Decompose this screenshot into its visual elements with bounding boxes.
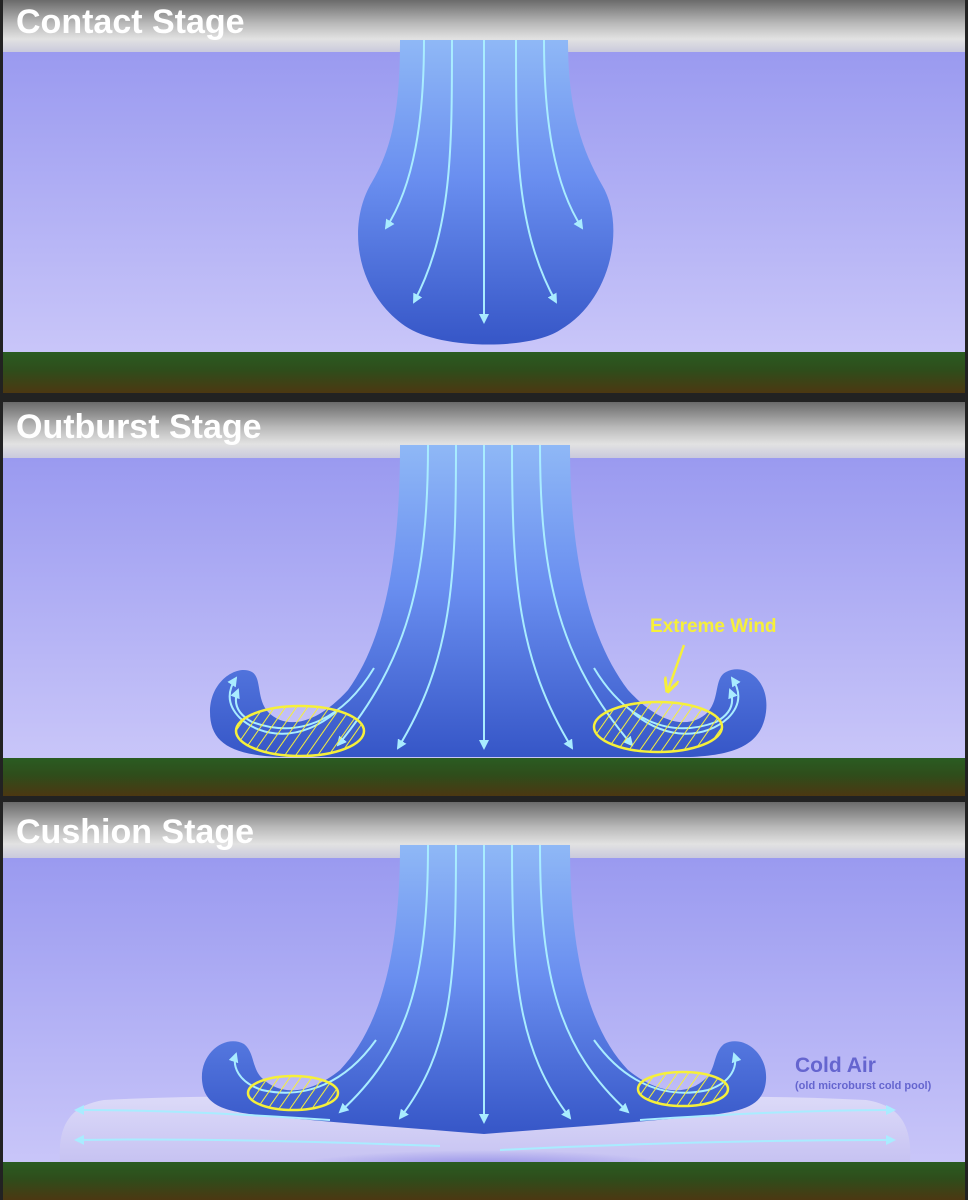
- flow-arrow: [396, 444, 457, 750]
- downdraft: [358, 40, 614, 345]
- flow-arrow: [413, 39, 453, 304]
- flow-arrow: [543, 39, 584, 230]
- flow-arrow: [398, 844, 457, 1120]
- flow-arrow: [515, 39, 557, 304]
- airflow-arrows: [74, 844, 896, 1151]
- stage-title: Contact Stage: [16, 3, 245, 41]
- cold-air-note: (old microburst cold pool): [795, 1080, 932, 1092]
- flow-arrow: [74, 1134, 441, 1147]
- flow-arrow: [539, 844, 630, 1114]
- extreme-wind-label: Extreme Wind: [650, 616, 777, 637]
- stage-title: Cushion Stage: [16, 813, 254, 851]
- ground: [3, 758, 965, 796]
- flow-arrow: [511, 844, 572, 1120]
- flow-arrow: [384, 39, 425, 230]
- flow-arrow: [74, 1105, 331, 1121]
- extreme-wind-pointer: [668, 644, 686, 690]
- flow-arrow: [511, 444, 574, 750]
- downdraft: [210, 445, 767, 757]
- panel-contact-stage: Contact Stage: [0, 0, 968, 396]
- flow-arrow: [499, 1135, 896, 1151]
- flow-arrow: [639, 1105, 896, 1121]
- flow-arrow: [338, 844, 429, 1114]
- airflow-arrows: [384, 39, 584, 324]
- panel-outburst-stage: Outburst Stage Extreme Wind: [0, 396, 968, 798]
- cold-air-core: [244, 1128, 724, 1172]
- extreme-wind-zone-right: [636, 1070, 730, 1108]
- extreme-wind-zone-left: [234, 704, 366, 758]
- cold-air-label: Cold Air: [795, 1054, 876, 1077]
- panel-cushion-stage: Cushion Stage Cold Air (old microburst c…: [0, 798, 968, 1200]
- stage-title: Outburst Stage: [16, 408, 262, 446]
- flow-arrow: [336, 444, 429, 747]
- extreme-wind-zone-right: [592, 700, 724, 754]
- extreme-wind-zone-left: [246, 1074, 340, 1112]
- ground: [3, 352, 965, 393]
- ground: [3, 1162, 965, 1200]
